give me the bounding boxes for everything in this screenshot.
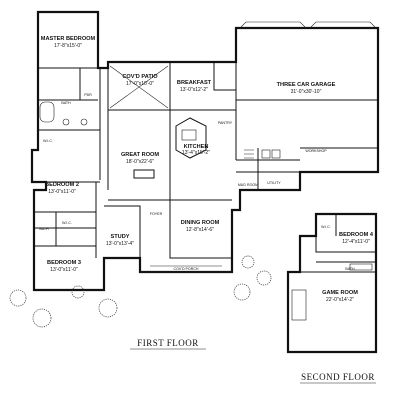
room-game-room-name: GAME ROOM	[322, 290, 358, 296]
first-floor-interior	[32, 62, 378, 259]
room-wic4-name: W.I.C.	[321, 225, 331, 229]
room-great-room-dims: 18'-0"x22'-6"	[126, 159, 154, 165]
room-covd-patio-name: COV'D PATIO	[122, 74, 158, 80]
room-dining-name: DINING ROOM	[181, 220, 220, 226]
first-floor-walls	[30, 10, 380, 292]
second-floor-walls	[286, 212, 378, 354]
room-bath2-name: BATH	[39, 227, 49, 231]
room-study-name: STUDY	[111, 234, 130, 240]
second-floor-caption: SECOND FLOOR	[301, 372, 375, 382]
room-pdr-name: PDR	[84, 93, 92, 97]
second-floor-labels: BEDROOM 4 12'-4"x11'-0" BATH GAME ROOM 2…	[300, 225, 376, 384]
room-bedroom4-name: BEDROOM 4	[339, 232, 374, 238]
room-bedroom3-name: BEDROOM 3	[47, 260, 81, 266]
room-great-room-name: GREAT ROOM	[121, 152, 159, 158]
room-mud-room-name: MUD ROOM	[238, 183, 258, 187]
room-master-bedroom-dims: 17'-8"x15'-0"	[54, 43, 82, 49]
room-bedroom4-dims: 12'-4"x11'-0"	[342, 239, 370, 245]
room-bath-name: BATH	[61, 101, 71, 105]
room-kitchen-dims: 13'-4"x15'-2"	[182, 150, 210, 156]
room-garage-dims: 31'-0"x30'-10"	[291, 89, 322, 95]
room-bath4-name: BATH	[345, 267, 355, 271]
first-floor-labels: MASTER BEDROOM 17'-8"x15'-0" COV'D PATIO…	[39, 36, 336, 350]
room-wic2-name: W.I.C.	[62, 221, 72, 225]
room-game-room-dims: 22'-0"x14'-2"	[326, 297, 354, 303]
room-bedroom2-dims: 13'-0"x11'-0"	[48, 189, 76, 195]
room-breakfast-dims: 13'-0"x12'-2"	[180, 87, 208, 93]
room-bedroom3-dims: 13'-0"x11'-0"	[50, 267, 78, 273]
room-pantry-name: PANTRY	[218, 121, 233, 125]
room-dining-dims: 12'-8"x14'-6"	[186, 227, 214, 233]
room-breakfast-name: BREAKFAST	[177, 80, 212, 86]
room-covd-porch-name: COV'D PORCH	[173, 267, 198, 271]
room-garage-name: THREE CAR GARAGE	[277, 82, 336, 88]
room-foyer-name: FOYER	[150, 212, 163, 216]
room-wic-name: W.I.C.	[43, 139, 53, 143]
room-kitchen-name: KITCHEN	[184, 144, 209, 150]
room-utility-name: UTILITY	[267, 181, 281, 185]
room-bedroom2-name: BEDROOM 2	[45, 182, 79, 188]
room-workshop-name: WORKSHOP	[305, 149, 327, 153]
room-master-bedroom-name: MASTER BEDROOM	[41, 36, 96, 42]
room-covd-patio-dims: 17'-0"x10'-0"	[126, 81, 154, 87]
landscape-trees	[9, 255, 272, 328]
first-floor-fixtures	[39, 21, 377, 273]
room-study-dims: 13'-0"x13'-4"	[106, 241, 134, 247]
first-floor-caption: FIRST FLOOR	[137, 338, 199, 348]
